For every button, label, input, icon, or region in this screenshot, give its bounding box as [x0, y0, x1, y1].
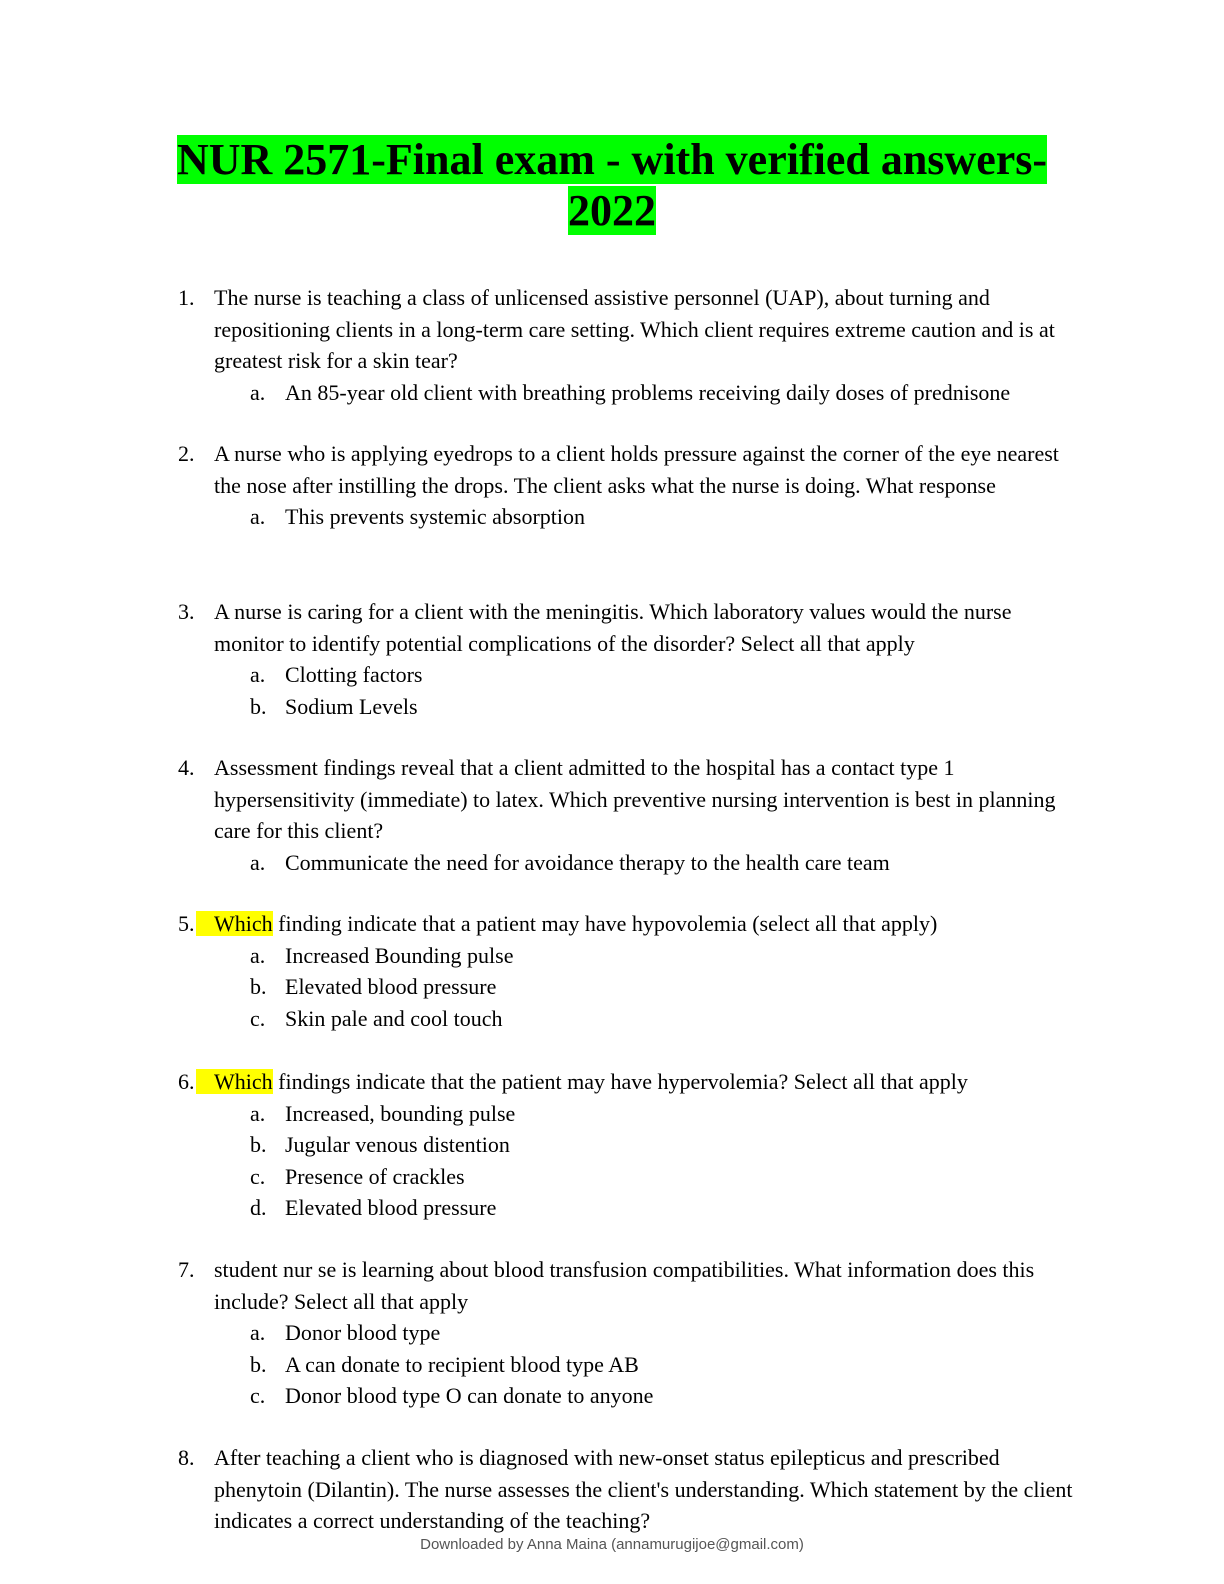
- question-text: student nur se is learning about blood t…: [214, 1254, 1076, 1317]
- option-letter: a.: [250, 662, 266, 687]
- option-letter: a.: [250, 1100, 266, 1126]
- answer-options: a. Increased Bounding pulse b. Elevated blo…: [250, 940, 1078, 1035]
- question-text: The nurse is teaching a class of unlicen…: [214, 282, 1076, 377]
- answer-option: c. Presence of crackles: [250, 1161, 1078, 1193]
- highlighted-word: Which: [196, 911, 273, 936]
- question-body: student nur se is learning about blood t…: [214, 1257, 1035, 1314]
- question-text: After teaching a client who is diagnosed…: [214, 1442, 1076, 1537]
- question-number: 2.: [178, 441, 195, 466]
- highlighted-word: Which: [196, 1069, 273, 1094]
- question-item: 1. The nurse is teaching a class of unlic…: [178, 282, 1078, 408]
- answer-options: a. An 85-year old client with breathing p…: [250, 377, 1078, 409]
- answer-option: a. Communicate the need for avoidance the…: [250, 847, 1078, 879]
- question-text: A nurse is caring for a client with the …: [214, 596, 1076, 659]
- option-letter: b.: [250, 974, 267, 999]
- option-text: A can donate to recipient blood type AB: [285, 1351, 639, 1377]
- question-text: A nurse who is applying eyedrops to a cl…: [214, 438, 1076, 501]
- option-letter: b.: [250, 1351, 267, 1377]
- question-body: Assessment findings reveal that a client…: [214, 755, 1056, 843]
- answer-option: b. Elevated blood pressure: [250, 971, 1078, 1003]
- question-body: findings indicate that the patient may h…: [272, 1069, 968, 1094]
- question-number: 8.: [178, 1445, 195, 1470]
- answer-options: a. Donor blood type b. A can donate to reci…: [250, 1317, 1078, 1412]
- option-text: Jugular venous distention: [285, 1132, 510, 1157]
- document-title: NUR 2571-Final exam - with verified answ…: [0, 134, 1224, 236]
- option-letter: a.: [250, 1320, 266, 1345]
- question-item: 7. student nur se is learning about blood…: [178, 1254, 1078, 1412]
- question-body: A nurse is caring for a client with the …: [214, 599, 1012, 656]
- answer-option: a. Clotting factors: [250, 659, 1078, 691]
- answer-option: a. This prevents systemic absorption: [250, 501, 1078, 533]
- option-text: Increased Bounding pulse: [285, 942, 514, 968]
- answer-option: d. Elevated blood pressure: [250, 1192, 1078, 1224]
- option-letter: a.: [250, 379, 266, 405]
- title-line-1: NUR 2571-Final exam - with verified answ…: [176, 135, 1048, 184]
- question-text: Which finding indicate that a patient ma…: [196, 908, 1076, 940]
- answer-option: a. An 85-year old client with breathing p…: [250, 377, 1078, 409]
- question-number: 1.: [178, 285, 195, 310]
- answer-option: c. Donor blood type O can donate to anyon…: [250, 1380, 1078, 1412]
- question-item: 5.Which finding indicate that a patient …: [178, 908, 1078, 1034]
- question-number: 6.: [178, 1069, 195, 1094]
- question-number: 5.: [178, 911, 195, 936]
- answer-option: b. Jugular venous distention: [250, 1129, 1078, 1161]
- option-letter: a.: [250, 849, 266, 875]
- option-text: This prevents systemic absorption: [285, 504, 586, 529]
- question-item: 8. After teaching a client who is diagnos…: [178, 1442, 1078, 1537]
- question-item: 4. Assessment findings reveal that a clie…: [178, 752, 1078, 878]
- option-text: Elevated blood pressure: [285, 1195, 497, 1220]
- option-letter: a.: [250, 504, 266, 529]
- option-letter: c.: [250, 1163, 266, 1189]
- option-text: An 85-year old client with breathing pro…: [285, 379, 1011, 405]
- answer-options: a. Communicate the need for avoidance the…: [250, 847, 1078, 879]
- answer-option: a. Increased Bounding pulse: [250, 940, 1078, 972]
- title-line-2: 2022: [568, 186, 656, 235]
- option-letter: a.: [250, 942, 266, 968]
- option-text: Sodium Levels: [285, 693, 418, 719]
- answer-options: a. Increased, bounding pulse b. Jugular ven…: [250, 1098, 1078, 1224]
- answer-option: a. Increased, bounding pulse: [250, 1098, 1078, 1130]
- option-letter: c.: [250, 1383, 266, 1408]
- option-letter: b.: [250, 1132, 267, 1157]
- option-text: Elevated blood pressure: [285, 974, 497, 999]
- question-item: 3. A nurse is caring for a client with th…: [178, 596, 1078, 722]
- option-letter: b.: [250, 693, 267, 719]
- answer-options: a. This prevents systemic absorption: [250, 501, 1078, 533]
- download-footer: Downloaded by Anna Maina (annamurugijoe@…: [420, 1536, 804, 1553]
- question-number: 3.: [178, 599, 195, 624]
- option-text: Increased, bounding pulse: [285, 1100, 516, 1126]
- question-body: finding indicate that a patient may have…: [272, 911, 938, 936]
- question-item: 6.Which findings indicate that the patie…: [178, 1066, 1078, 1224]
- question-number: 7.: [178, 1257, 195, 1282]
- answer-option: c. Skin pale and cool touch: [250, 1003, 1078, 1035]
- answer-option: b. A can donate to recipient blood type A…: [250, 1349, 1078, 1381]
- question-item: 2. A nurse who is applying eyedrops to a …: [178, 438, 1078, 533]
- option-text: Donor blood type: [285, 1320, 441, 1345]
- option-letter: d.: [250, 1195, 267, 1220]
- answer-option: a. Donor blood type: [250, 1317, 1078, 1349]
- option-letter: c.: [250, 1005, 266, 1031]
- option-text: Clotting factors: [285, 662, 423, 687]
- option-text: Communicate the need for avoidance thera…: [285, 849, 890, 875]
- question-body: The nurse is teaching a class of unlicen…: [214, 285, 1055, 373]
- answer-option: b. Sodium Levels: [250, 691, 1078, 723]
- question-number: 4.: [178, 755, 195, 780]
- option-text: Presence of crackles: [285, 1163, 465, 1189]
- question-text: Assessment findings reveal that a client…: [214, 752, 1076, 847]
- answer-options: a. Clotting factors b. Sodium Levels: [250, 659, 1078, 722]
- question-body: A nurse who is applying eyedrops to a cl…: [214, 441, 1059, 498]
- question-text: Which findings indicate that the patient…: [196, 1066, 1076, 1098]
- option-text: Donor blood type O can donate to anyone: [285, 1383, 654, 1408]
- question-body: After teaching a client who is diagnosed…: [214, 1445, 1073, 1533]
- option-text: Skin pale and cool touch: [285, 1005, 503, 1031]
